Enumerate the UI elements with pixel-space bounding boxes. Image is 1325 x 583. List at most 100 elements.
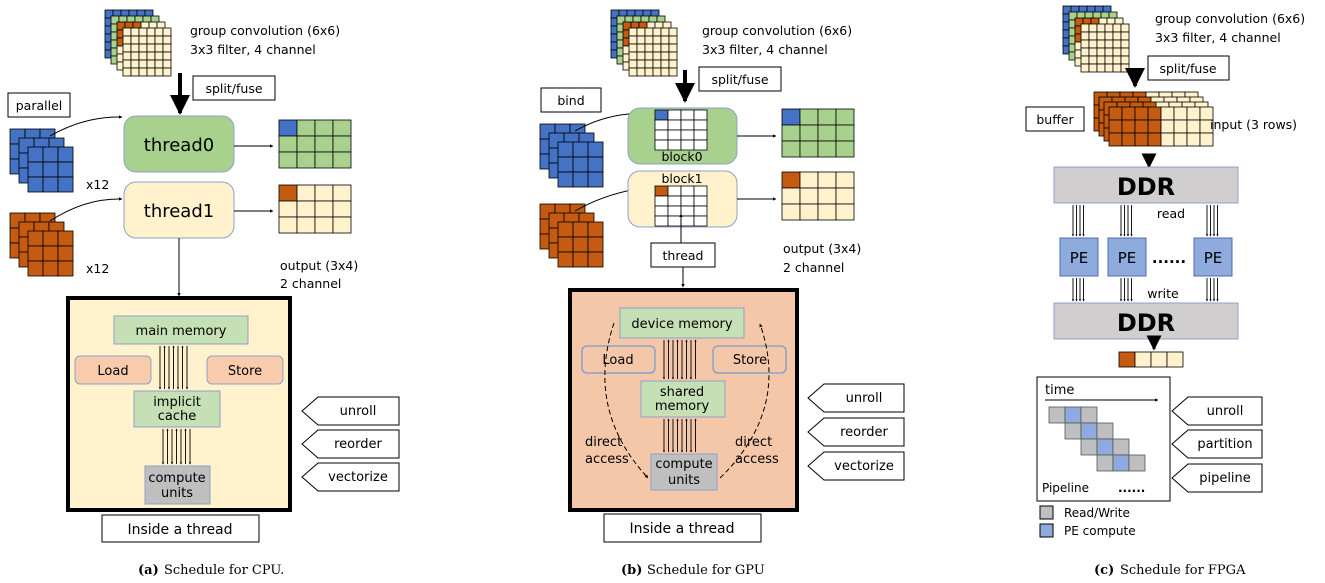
buffer-cell	[1186, 106, 1201, 121]
fpga-pe-2	[1107, 237, 1147, 277]
input-tensor-cell	[668, 43, 678, 53]
filter-cell	[42, 161, 59, 178]
cpu-caption-text: Schedule for CPU.	[164, 563, 284, 578]
cpu-thread0-box	[123, 115, 235, 173]
filter-cell	[57, 176, 74, 193]
input-tensor-cell	[652, 35, 662, 45]
output-cell	[799, 108, 819, 126]
buffer-cell	[1108, 119, 1123, 134]
input-tensor-cell	[1104, 23, 1114, 33]
fpga-input-rows-label: input (3 rows)	[1210, 117, 1297, 132]
buffer-cell	[1121, 119, 1136, 134]
output-cell	[835, 108, 855, 126]
thread-cell	[693, 205, 708, 217]
cpu-memory-cache-arrows	[158, 345, 189, 390]
cpu-cache-compute-arrows	[161, 428, 192, 465]
cpu-x12-label-a: x12	[86, 177, 109, 192]
input-tensor-cell	[636, 51, 646, 61]
buffer-cell	[1160, 132, 1175, 147]
fpga-pipeline-dots: ......	[1118, 481, 1145, 495]
thread-cell	[693, 185, 708, 197]
thread-cell	[680, 109, 695, 121]
thread-cell	[680, 205, 695, 217]
input-tensor-cell	[162, 67, 172, 77]
thread-cell	[654, 109, 669, 121]
gpu-compute-line1: compute	[655, 457, 712, 472]
output-cell	[296, 135, 316, 153]
thread-cell	[680, 185, 695, 197]
output-cell	[817, 171, 837, 189]
input-tensor-cell	[146, 59, 156, 69]
input-tensor-cell	[636, 67, 646, 77]
input-tensor-cell	[1120, 31, 1130, 41]
fpga-legend-rw-label: Read/Write	[1064, 506, 1130, 520]
fpga-header-line2: 3x3 filter, 4 channel	[1155, 30, 1281, 45]
thread-cell	[654, 195, 669, 207]
svg-text:vectorize: vectorize	[328, 470, 388, 485]
output-cell	[332, 184, 352, 202]
input-tensor-cell	[668, 35, 678, 45]
filter-cell	[27, 161, 44, 178]
gpu-direct-left-line1: direct	[585, 435, 622, 450]
output-cell	[314, 151, 334, 169]
filter-cell	[587, 251, 604, 268]
buffer-cell	[1173, 106, 1188, 121]
fpga-split-fuse-box	[1147, 55, 1230, 81]
output-cell	[314, 216, 334, 234]
svg-text:reorder: reorder	[334, 437, 382, 452]
input-tensor-cell	[1096, 23, 1106, 33]
thread-cell	[654, 205, 669, 217]
fpga-split-fuse-label: split/fuse	[1159, 61, 1216, 76]
filter-cell	[587, 171, 604, 188]
output-cell	[332, 200, 352, 218]
input-tensor-cell	[1112, 55, 1122, 65]
input-tensor-cell	[122, 35, 132, 45]
output-cell	[332, 151, 352, 169]
gpu-block0-label: block0	[661, 149, 702, 164]
input-tensor-cell	[162, 51, 172, 61]
buffer-cell	[1147, 119, 1162, 134]
buffer-cell	[1121, 132, 1136, 147]
input-tensor-cell	[1104, 63, 1114, 73]
cpu-compute-units-box	[144, 465, 211, 505]
gpu-output-grid-green	[781, 108, 855, 158]
input-tensor-cell	[146, 27, 156, 37]
output-cell	[278, 184, 298, 202]
fpga-legend-rw-swatch	[1039, 505, 1054, 520]
output-cell	[332, 135, 352, 153]
svg-text:unroll: unroll	[846, 391, 883, 406]
gpu-device-memory-box	[619, 307, 745, 339]
pipeline-pe-cell	[1064, 406, 1082, 424]
cpu-header-line1: group convolution (6x6)	[190, 23, 340, 38]
gpu-shared-memory-box	[640, 380, 726, 418]
input-tensor-cell	[162, 59, 172, 69]
filter-cell	[557, 156, 574, 173]
gpu-caption-label: (b)	[621, 563, 642, 578]
buffer-cell	[1160, 119, 1175, 134]
input-tensor-cell	[652, 59, 662, 69]
input-tensor-cell	[162, 27, 172, 37]
input-tensor-cell	[1112, 63, 1122, 73]
pipeline-rw-cell	[1096, 422, 1114, 440]
pipeline-rw-cell	[1064, 422, 1082, 440]
gpu-shared-line1: shared	[660, 385, 704, 400]
input-tensor-cell	[1120, 47, 1130, 57]
gpu-device-memory-label: device memory	[631, 317, 732, 332]
filter-cell	[42, 260, 59, 277]
fpga-ddr-bottom-label: DDR	[1117, 309, 1175, 337]
filter-cell	[557, 141, 574, 158]
output-row-cell	[1150, 351, 1168, 368]
gpu-store-label: Store	[733, 353, 767, 368]
output-cell	[817, 187, 837, 205]
output-row-cell	[1166, 351, 1184, 368]
input-tensor-cell	[652, 51, 662, 61]
input-tensor-cell	[1088, 47, 1098, 57]
fpga-partition-tag: partition	[1171, 429, 1263, 459]
buffer-cell	[1186, 132, 1201, 147]
pipeline-pe-cell	[1096, 438, 1114, 456]
output-cell	[296, 119, 316, 137]
input-tensor-cell	[138, 43, 148, 53]
filter-cell	[572, 141, 589, 158]
fpga-input-tensor-stack	[1062, 5, 1130, 73]
fpga-pipeline-cells	[1048, 406, 1146, 472]
